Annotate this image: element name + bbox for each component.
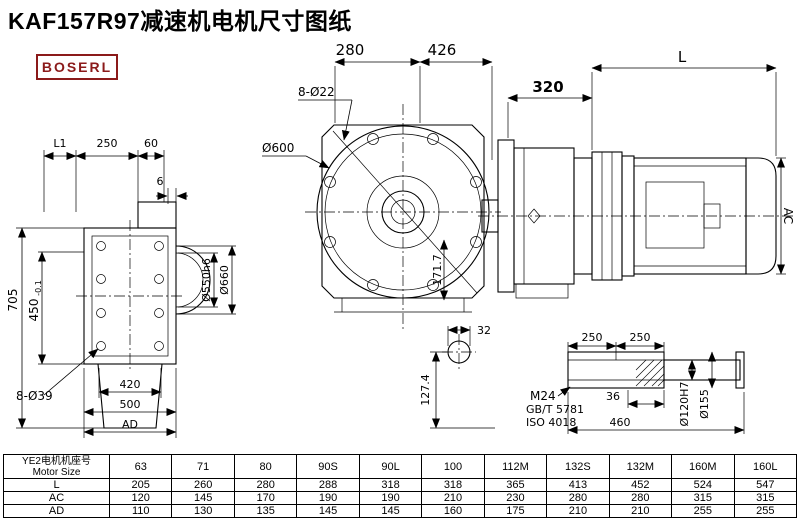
size-column-header: 100 — [421, 454, 485, 479]
dim-L-label: L — [678, 48, 687, 66]
dim-l1-label: L1 — [53, 137, 66, 150]
dim-127-4-label: 127.4 — [419, 374, 432, 406]
table-cell: 255 — [733, 504, 798, 518]
size-column-header: 90L — [358, 454, 423, 479]
table-cell: 120 — [108, 491, 173, 505]
table-cell: 280 — [546, 491, 610, 505]
key-section-view: 32 127.4 — [419, 324, 495, 429]
table-cell: 190 — [358, 491, 423, 505]
brand-logo: BOSERL — [36, 54, 118, 80]
table-cell: 315 — [733, 491, 798, 505]
table-cell: 288 — [296, 478, 360, 492]
dim-550h6-label: Ø550h6 — [200, 258, 213, 302]
dim-ad-label: AD — [122, 418, 138, 431]
size-column-header: 90S — [296, 454, 360, 479]
dim-420-label: 420 — [120, 378, 141, 391]
dim-600-label: Ø600 — [262, 141, 294, 155]
dim-250a-label: 250 — [582, 331, 603, 344]
table-row: L 205 260 280 288 318 318 365 413 452 52… — [3, 478, 798, 492]
size-column-header: 132S — [546, 454, 610, 479]
table-cell: 130 — [171, 504, 235, 518]
dim-155-label: Ø155 — [698, 389, 711, 419]
table-cell: 260 — [171, 478, 235, 492]
dim-120h7-label: Ø120H7 — [678, 382, 691, 427]
front-view: 280 426 8-Ø22 Ø600 171.7 — [262, 41, 501, 330]
dim-32-label: 32 — [477, 324, 491, 337]
standard-gbt-label: GB/T 5781 — [526, 403, 584, 416]
table-cell: 110 — [108, 504, 173, 518]
table-cell: 280 — [233, 478, 298, 492]
dim-660-label: Ø660 — [218, 265, 231, 295]
motor-size-header-cell: YE2电机机座号 Motor Size — [3, 454, 110, 479]
shaft-detail-view: 250 250 Ø120H7 Ø155 M24 GB/T 5781 ISO 40… — [526, 331, 745, 434]
table-cell: 413 — [546, 478, 610, 492]
dim-8x22-label: 8-Ø22 — [298, 85, 335, 99]
table-cell: 280 — [608, 491, 673, 505]
table-cell: 175 — [483, 504, 548, 518]
table-cell: 205 — [108, 478, 173, 492]
technical-drawing: L1 250 60 6 705 — [6, 41, 795, 438]
motor-size-label-en: Motor Size — [32, 466, 81, 478]
table-cell: 255 — [671, 504, 735, 518]
table-row: AD 110 130 135 145 145 160 175 210 210 2… — [3, 504, 798, 518]
dim-250b-label: 250 — [630, 331, 651, 344]
dim-450-label: 450 — [27, 299, 41, 322]
page-title: KAF157R97减速机电机尺寸图纸 — [8, 8, 352, 34]
table-cell: 160 — [421, 504, 485, 518]
standard-iso-label: ISO 4018 — [526, 416, 576, 429]
table-cell: 365 — [483, 478, 548, 492]
table-cell: 318 — [358, 478, 423, 492]
motor-size-table: YE2电机机座号 Motor Size 63 71 80 90S 90L 100… — [3, 454, 798, 518]
dim-AC-label: AC — [781, 208, 795, 224]
dim-60-label: 60 — [144, 137, 158, 150]
table-cell: 170 — [233, 491, 298, 505]
table-cell: 524 — [671, 478, 735, 492]
size-column-header: 160M — [671, 454, 735, 479]
dim-m24-label: M24 — [530, 389, 556, 403]
table-cell: 547 — [733, 478, 798, 492]
table-cell: 452 — [608, 478, 673, 492]
row-label-L: L — [3, 478, 110, 492]
dim-450-tol-label: -0.1 — [34, 280, 43, 296]
dim-8x39-label: 8-Ø39 — [16, 389, 53, 403]
dim-171-7-label: 171.7 — [431, 254, 444, 286]
dim-705-label: 705 — [6, 289, 20, 312]
side-view: 320 L AC — [478, 48, 795, 299]
brand-logo-text: BOSERL — [41, 59, 113, 75]
table-cell: 210 — [421, 491, 485, 505]
table-cell: 210 — [608, 504, 673, 518]
dim-6-label: 6 — [157, 175, 164, 188]
row-label-AD: AD — [3, 504, 110, 518]
dim-280-label: 280 — [336, 41, 365, 59]
size-column-header: 112M — [483, 454, 548, 479]
dim-320-label: 320 — [532, 78, 563, 96]
size-column-header: 63 — [108, 454, 173, 479]
dim-36-label: 36 — [606, 390, 620, 403]
size-column-header: 160L — [733, 454, 798, 479]
section-diamond-icon — [527, 208, 541, 224]
table-cell: 318 — [421, 478, 485, 492]
size-column-header: 132M — [608, 454, 673, 479]
row-label-AC: AC — [3, 491, 110, 505]
size-column-header: 71 — [171, 454, 235, 479]
dim-500-label: 500 — [120, 398, 141, 411]
table-cell: 145 — [171, 491, 235, 505]
left-view: L1 250 60 6 705 — [6, 137, 236, 438]
table-row: AC 120 145 170 190 190 210 230 280 280 3… — [3, 491, 798, 505]
table-cell: 145 — [358, 504, 423, 518]
size-column-header: 80 — [233, 454, 298, 479]
dim-460-label: 460 — [610, 416, 631, 429]
table-cell: 230 — [483, 491, 548, 505]
table-row: YE2电机机座号 Motor Size 63 71 80 90S 90L 100… — [3, 454, 798, 479]
table-cell: 315 — [671, 491, 735, 505]
table-cell: 145 — [296, 504, 360, 518]
dim-250-label: 250 — [97, 137, 118, 150]
table-cell: 135 — [233, 504, 298, 518]
motor-size-label-cn: YE2电机机座号 — [22, 455, 91, 467]
table-cell: 210 — [546, 504, 610, 518]
dim-426-label: 426 — [428, 41, 457, 59]
table-cell: 190 — [296, 491, 360, 505]
